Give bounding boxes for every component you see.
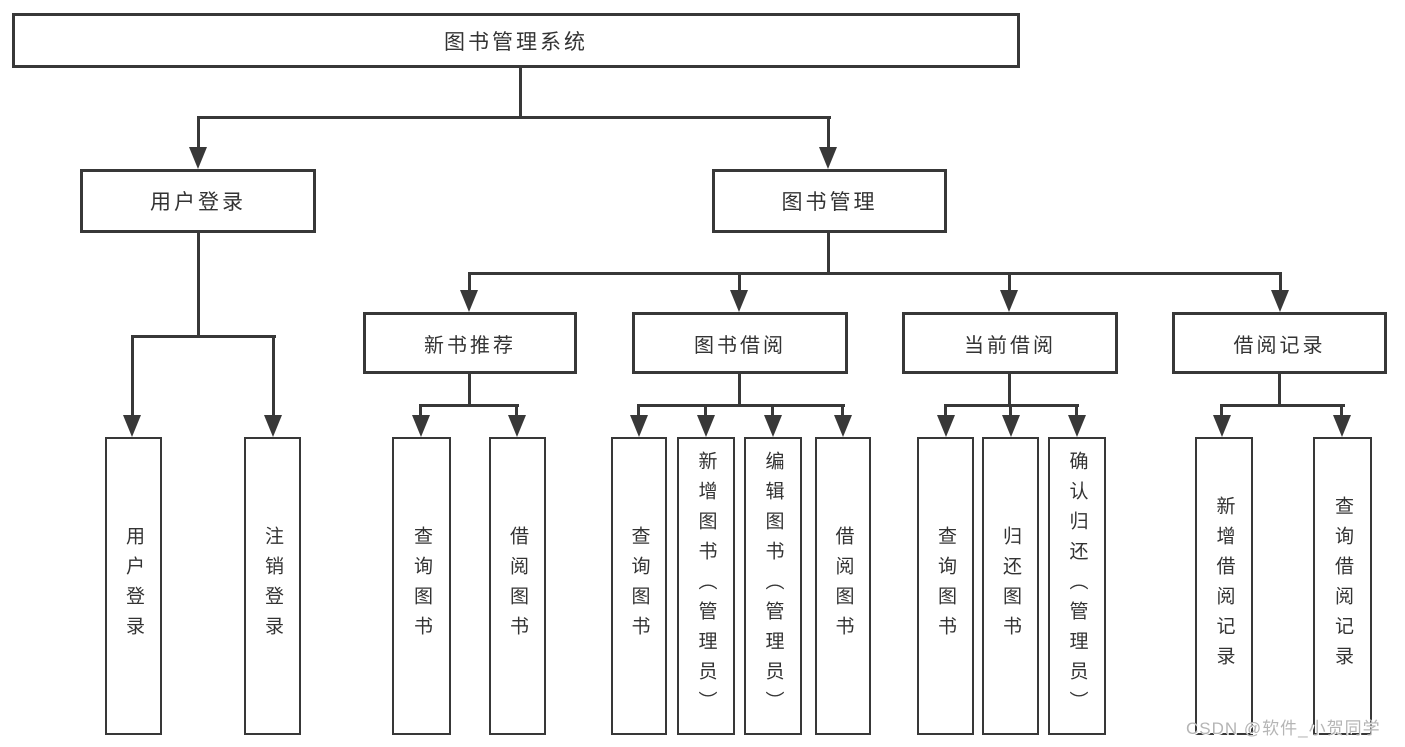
node-label: 图书管理	[781, 191, 878, 214]
leaf-borrow-book: 借阅图书	[489, 437, 546, 735]
arrow-down-icon	[937, 415, 955, 437]
connector-line	[1008, 374, 1011, 407]
arrow-down-icon	[1213, 415, 1231, 437]
node-label: 用户登录	[150, 191, 246, 214]
arrow-down-icon	[819, 147, 837, 169]
connector-line	[827, 233, 830, 275]
leaf-label: 用户登录	[123, 526, 144, 646]
connector-line	[419, 404, 519, 407]
node-label: 新书推荐	[424, 334, 516, 357]
connector-line	[841, 405, 844, 417]
arrow-down-icon	[508, 415, 526, 437]
leaf-add-book-admin: 新增图书（管理员）	[677, 437, 735, 735]
node-current-borrow: 当前借阅	[902, 312, 1118, 374]
connector-line	[944, 405, 947, 417]
connector-line	[738, 274, 741, 292]
leaf-label: 确认归还（管理员）	[1066, 451, 1088, 721]
leaf-query-book: 查询图书	[611, 437, 667, 735]
connector-line	[519, 68, 522, 118]
arrow-down-icon	[1271, 290, 1289, 312]
connector-line	[1075, 405, 1078, 417]
leaf-edit-book-admin: 编辑图书（管理员）	[744, 437, 802, 735]
leaf-label: 借阅图书	[832, 526, 854, 646]
connector-line	[738, 374, 741, 407]
leaf-query-book: 查询图书	[917, 437, 974, 735]
connector-line	[1220, 405, 1223, 417]
leaf-label: 查询借阅记录	[1332, 496, 1353, 676]
connector-line	[419, 405, 422, 417]
leaf-borrow-book: 借阅图书	[815, 437, 871, 735]
node-label: 借阅记录	[1233, 334, 1326, 357]
leaf-label: 编辑图书（管理员）	[762, 451, 784, 721]
connector-line	[197, 117, 200, 150]
arrow-down-icon	[460, 290, 478, 312]
node-label: 图书管理系统	[444, 30, 588, 54]
node-book-borrow: 图书借阅	[632, 312, 848, 374]
node-user-login: 用户登录	[80, 169, 316, 233]
arrow-down-icon	[123, 415, 141, 437]
connector-line	[131, 335, 276, 338]
node-borrow-record: 借阅记录	[1172, 312, 1387, 374]
arrow-down-icon	[189, 147, 207, 169]
connector-line	[197, 233, 200, 338]
leaf-add-borrow-record: 新增借阅记录	[1195, 437, 1253, 735]
node-label: 图书借阅	[694, 334, 786, 357]
node-book-management: 图书管理	[712, 169, 947, 233]
leaf-confirm-return-admin: 确认归还（管理员）	[1048, 437, 1106, 735]
node-new-book-recommend: 新书推荐	[363, 312, 577, 374]
leaf-label: 新增借阅记录	[1213, 496, 1235, 676]
leaf-user-login: 用户登录	[105, 437, 162, 735]
arrow-down-icon	[1002, 415, 1020, 437]
arrow-down-icon	[264, 415, 282, 437]
connector-line	[468, 274, 471, 292]
arrow-down-icon	[412, 415, 430, 437]
connector-line	[771, 405, 774, 417]
connector-line	[197, 116, 831, 119]
node-library-system: 图书管理系统	[12, 13, 1020, 68]
connector-line	[1278, 374, 1281, 407]
connector-line	[637, 405, 640, 417]
connector-line	[1220, 404, 1345, 407]
connector-line	[704, 405, 707, 417]
connector-line	[468, 272, 1282, 275]
arrow-down-icon	[697, 415, 715, 437]
leaf-label: 注销登录	[262, 526, 283, 646]
leaf-query-borrow-record: 查询借阅记录	[1313, 437, 1372, 735]
connector-line	[637, 404, 845, 407]
leaf-return-book: 归还图书	[982, 437, 1039, 735]
connector-line	[1340, 405, 1343, 417]
leaf-label: 查询图书	[411, 526, 432, 646]
connector-line	[468, 374, 471, 407]
leaf-logout: 注销登录	[244, 437, 301, 735]
arrow-down-icon	[730, 290, 748, 312]
leaf-query-book: 查询图书	[392, 437, 451, 735]
arrow-down-icon	[1333, 415, 1351, 437]
leaf-label: 新增图书（管理员）	[695, 451, 717, 721]
node-label: 当前借阅	[964, 334, 1056, 357]
connector-line	[1009, 405, 1012, 417]
connector-line	[272, 336, 275, 416]
connector-line	[1008, 274, 1011, 292]
connector-line	[827, 117, 830, 150]
arrow-down-icon	[630, 415, 648, 437]
leaf-label: 借阅图书	[507, 526, 528, 646]
arrow-down-icon	[1068, 415, 1086, 437]
arrow-down-icon	[834, 415, 852, 437]
leaf-label: 查询图书	[628, 526, 650, 646]
arrow-down-icon	[1000, 290, 1018, 312]
leaf-label: 查询图书	[935, 526, 956, 646]
csdn-watermark: CSDN @软件_小贺同学	[1186, 719, 1381, 738]
arrow-down-icon	[764, 415, 782, 437]
connector-line	[1279, 274, 1282, 292]
connector-line	[131, 336, 134, 416]
connector-line	[515, 405, 518, 417]
leaf-label: 归还图书	[1000, 526, 1021, 646]
